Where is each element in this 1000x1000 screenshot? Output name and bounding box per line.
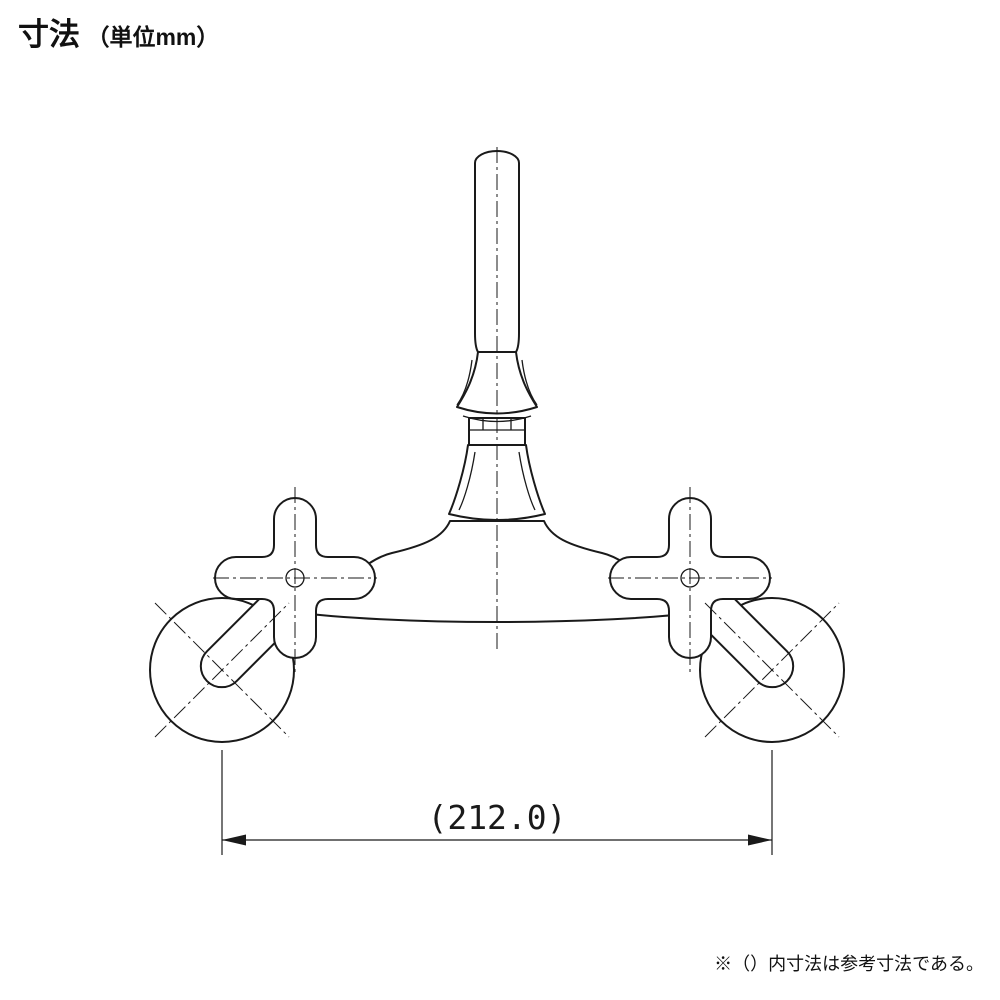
dimension-label: (212.0) bbox=[427, 798, 566, 837]
page-title: 寸法 （単位mm） bbox=[18, 17, 219, 52]
spout-cone bbox=[456, 351, 538, 415]
spout-cone-facet-right bbox=[521, 359, 538, 406]
dimension-arrow-right bbox=[748, 834, 772, 846]
centerline-flange-right-diag2 bbox=[704, 602, 840, 738]
centerline-flange-left-diag2 bbox=[154, 602, 290, 738]
spout-pipe bbox=[474, 150, 520, 353]
page-title-main: 寸法 bbox=[18, 17, 80, 52]
footnote: ※（）内寸法は参考寸法である。 bbox=[714, 954, 984, 974]
spout-cone-facet-left bbox=[456, 359, 473, 406]
inlet-socket-facet-left bbox=[458, 451, 476, 511]
dimension-arrow-left bbox=[222, 834, 246, 846]
page-title-unit: （単位mm） bbox=[86, 24, 219, 50]
inlet-socket-facet-right bbox=[518, 451, 536, 511]
